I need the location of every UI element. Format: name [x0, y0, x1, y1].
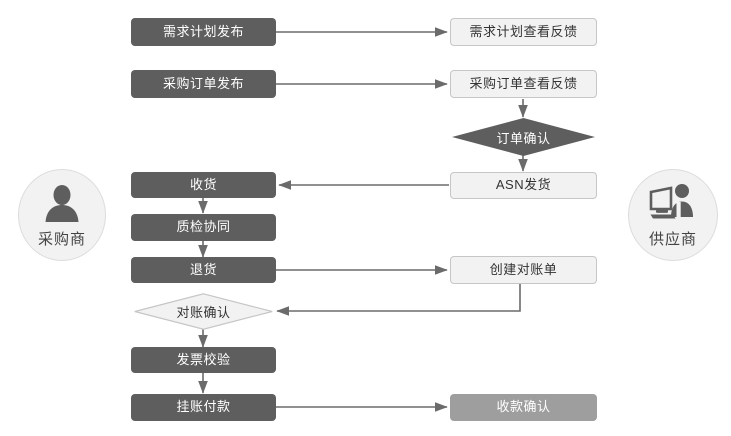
- node-label: 收货: [189, 176, 217, 192]
- node-demand-plan-feedback[interactable]: 需求计划查看反馈: [450, 18, 597, 46]
- node-label: 退货: [189, 261, 217, 277]
- node-statement-confirm[interactable]: 对账确认: [134, 293, 273, 330]
- node-label: 需求计划查看反馈: [469, 23, 578, 39]
- node-qc-collab[interactable]: 质检协同: [131, 214, 276, 241]
- node-label: 创建对账单: [489, 261, 558, 277]
- person-at-computer-icon: [645, 180, 701, 226]
- node-create-statement[interactable]: 创建对账单: [450, 256, 597, 284]
- node-label: 需求计划发布: [162, 23, 244, 39]
- node-po-feedback[interactable]: 采购订单查看反馈: [450, 70, 597, 98]
- node-demand-plan-publish[interactable]: 需求计划发布: [131, 18, 276, 46]
- actor-buyer-label: 采购商: [37, 231, 86, 248]
- node-receive-goods[interactable]: 收货: [131, 172, 276, 198]
- node-label: 收款确认: [496, 399, 551, 415]
- node-label: 发票校验: [176, 351, 231, 367]
- actor-buyer[interactable]: 采购商: [18, 169, 106, 261]
- node-return-goods[interactable]: 退货: [131, 257, 276, 283]
- actor-supplier[interactable]: 供应商: [628, 169, 718, 261]
- node-accrue-payment[interactable]: 挂账付款: [131, 394, 276, 421]
- node-label: 挂账付款: [176, 399, 231, 415]
- node-label: 采购订单发布: [162, 75, 244, 91]
- node-label: 质检协同: [176, 219, 231, 235]
- diamond-shape: [452, 118, 595, 156]
- node-label: 采购订单查看反馈: [469, 75, 578, 91]
- node-invoice-check[interactable]: 发票校验: [131, 347, 276, 373]
- edge-create-statement-to-statement-confirm: [276, 284, 521, 316]
- node-receipt-confirm[interactable]: 收款确认: [450, 394, 597, 421]
- node-po-publish[interactable]: 采购订单发布: [131, 70, 276, 98]
- node-label: ASN发货: [495, 177, 552, 193]
- node-label: 订单确认: [496, 130, 551, 146]
- person-icon: [34, 180, 90, 226]
- node-order-confirm[interactable]: 订单确认: [452, 118, 595, 156]
- node-label: 对账确认: [176, 305, 231, 320]
- node-asn-ship[interactable]: ASN发货: [450, 172, 597, 199]
- actor-supplier-label: 供应商: [648, 231, 697, 248]
